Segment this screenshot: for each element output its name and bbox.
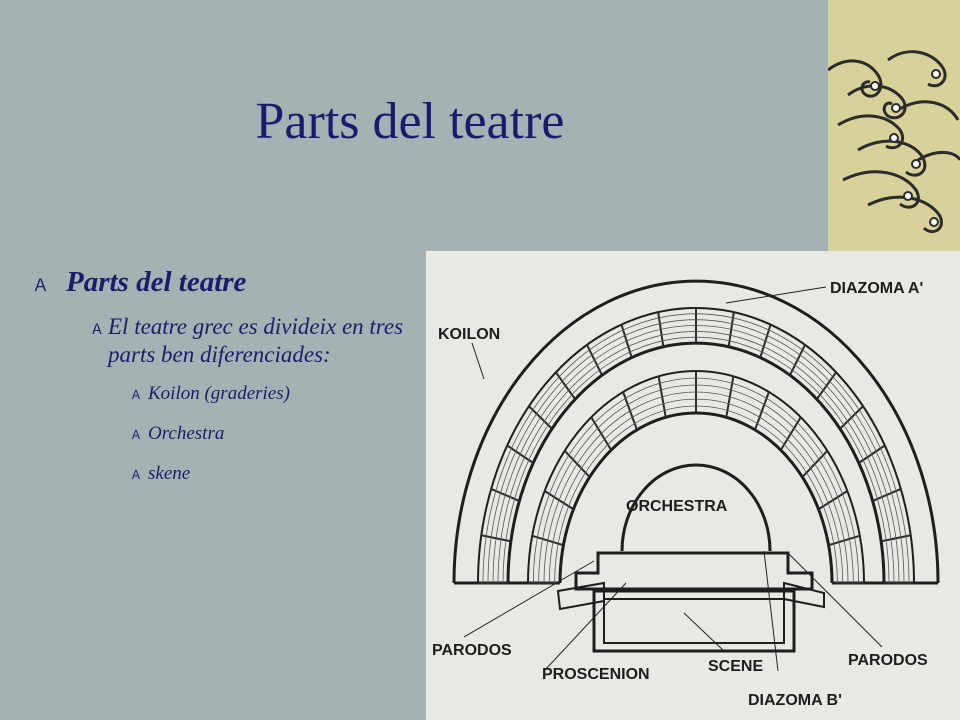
label-parodos-left: PARODOS: [432, 642, 512, 659]
bullet-level3-text: skene: [148, 462, 191, 484]
bullet-list: Ａ Parts del teatre Ａ El teatre grec es d…: [32, 266, 412, 485]
label-scene: SCENE: [708, 658, 763, 675]
bullet-marker-icon: Ａ: [130, 427, 143, 442]
label-proscenion: PROSCENION: [542, 666, 650, 683]
label-koilon: KOILON: [438, 326, 500, 343]
bullet-marker-icon: Ａ: [130, 467, 143, 482]
bullet-level2: Ａ El teatre grec es divideix en tres par…: [90, 313, 412, 369]
bullet-level3: Ａ Koilon (graderies): [130, 383, 412, 406]
seating-row: [492, 325, 900, 584]
bullet-level1: Ａ Parts del teatre: [32, 266, 412, 299]
bullet-marker-icon: Ａ: [90, 322, 104, 338]
seating-row: [482, 313, 910, 584]
seating-row: [502, 336, 890, 584]
bullet-marker-icon: Ａ: [130, 388, 143, 403]
seating-row: [543, 391, 849, 584]
bullet-level3-text: Orchestra: [148, 422, 225, 444]
seating-row: [532, 377, 860, 584]
seating-row: [538, 384, 854, 584]
label-diazoma-b: DIAZOMA B': [748, 692, 842, 709]
label-diazoma-a: DIAZOMA A': [830, 280, 923, 297]
label-orchestra: ORCHESTRA: [626, 498, 728, 515]
bullet-level3: Ａ Orchestra: [130, 423, 412, 446]
seating-row: [548, 398, 844, 584]
seating-row: [554, 405, 838, 584]
label-parodos-right: PARODOS: [848, 652, 928, 669]
theatre-plan-drawing: DIAZOMA A' KOILON ORCHESTRA PARODOS PROS…: [432, 279, 940, 709]
theatre-diagram: DIAZOMA A' KOILON ORCHESTRA PARODOS PROS…: [426, 251, 960, 720]
seating-row: [487, 319, 905, 584]
bullet-level1-text: Parts del teatre: [66, 266, 247, 298]
bullet-level2-text: El teatre grec es divideix en tres parts…: [108, 314, 404, 368]
seating-row: [497, 330, 895, 584]
bullet-level3-text: Koilon (graderies): [148, 383, 290, 405]
bullet-marker-icon: Ａ: [32, 276, 49, 296]
slide-title: Parts del teatre: [255, 93, 565, 150]
bullet-level3: Ａ skene: [130, 463, 412, 486]
